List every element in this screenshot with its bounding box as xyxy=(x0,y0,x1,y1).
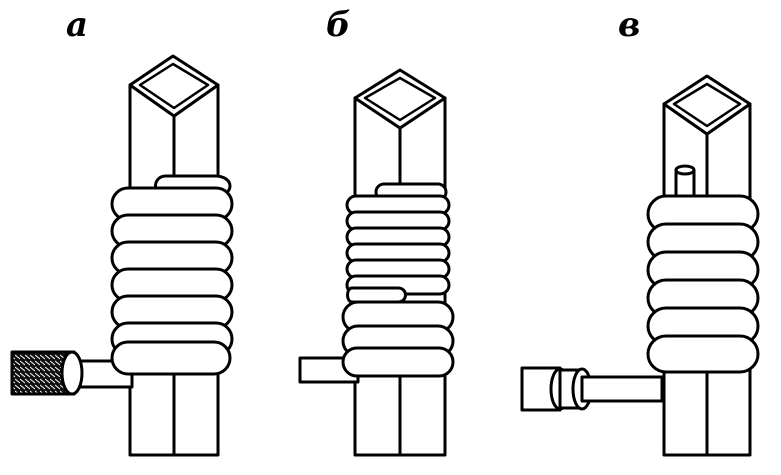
panel-b-drawing xyxy=(298,68,455,457)
panel-a-coil xyxy=(110,174,234,376)
panel-b-coil xyxy=(341,182,455,378)
panel-c-coil xyxy=(646,194,760,374)
panel-c-drawing xyxy=(520,74,760,457)
panel-a-drawing xyxy=(10,54,234,457)
panel-c-lead-pipe xyxy=(520,366,664,412)
panel-label-b: б xyxy=(326,5,351,45)
panel-label-c: в xyxy=(618,5,641,45)
panel-label-a: а xyxy=(66,5,89,45)
